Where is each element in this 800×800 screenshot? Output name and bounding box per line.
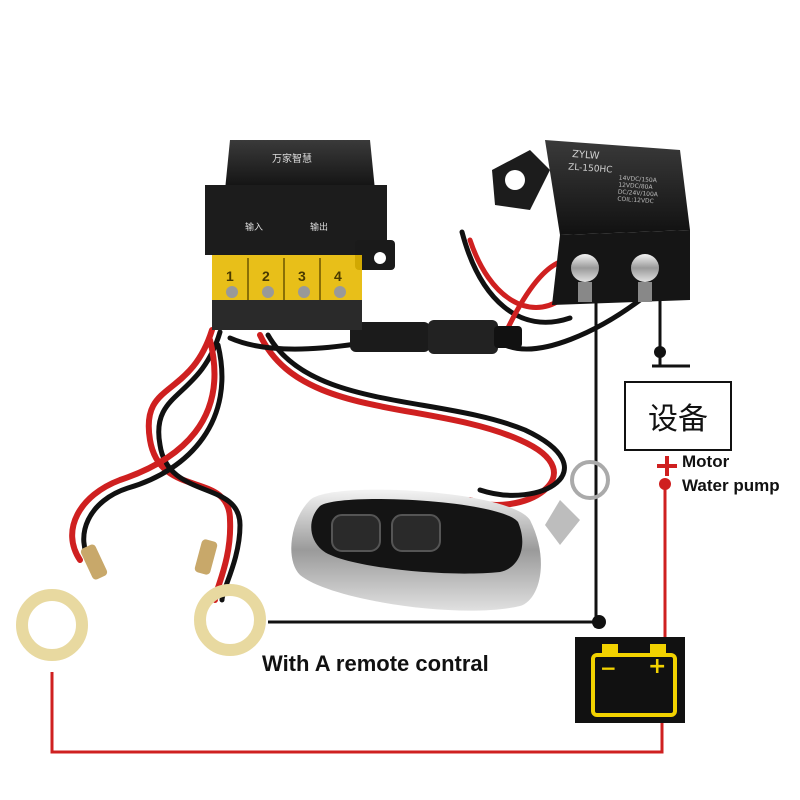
terminal-1: 1 [226, 268, 234, 284]
terminal-3: 3 [298, 268, 306, 284]
receiver-input-label: 输入 [245, 223, 264, 233]
load-label-motor: Motor [682, 452, 730, 471]
caption: With A remote contral [262, 651, 489, 676]
remote-key-fob [291, 460, 610, 611]
ring-terminal-right [194, 539, 266, 656]
device-box: 设备 [624, 381, 732, 451]
load-label-water-pump: Water pump [682, 476, 780, 495]
plus-mark [657, 456, 677, 476]
relay-solenoid [492, 140, 690, 305]
battery-plus: + [648, 654, 667, 679]
ground-symbol [652, 346, 690, 368]
receiver-brand: 万家智慧 [272, 154, 312, 165]
receiver-output-label: 输出 [310, 223, 329, 233]
terminal-4: 4 [334, 268, 342, 284]
relay-brand: ZYLW [571, 149, 600, 162]
relay-specs: 14VDC/150A 12VDC/80A DC/24V/100A COIL:12… [617, 174, 659, 206]
battery-minus: − [600, 656, 617, 680]
battery-icon [575, 637, 685, 723]
connector-plug [350, 320, 522, 354]
terminal-2: 2 [262, 268, 270, 284]
ring-terminal-left [16, 544, 108, 661]
receiver-module [205, 140, 395, 330]
cable-bundle [69, 229, 643, 603]
